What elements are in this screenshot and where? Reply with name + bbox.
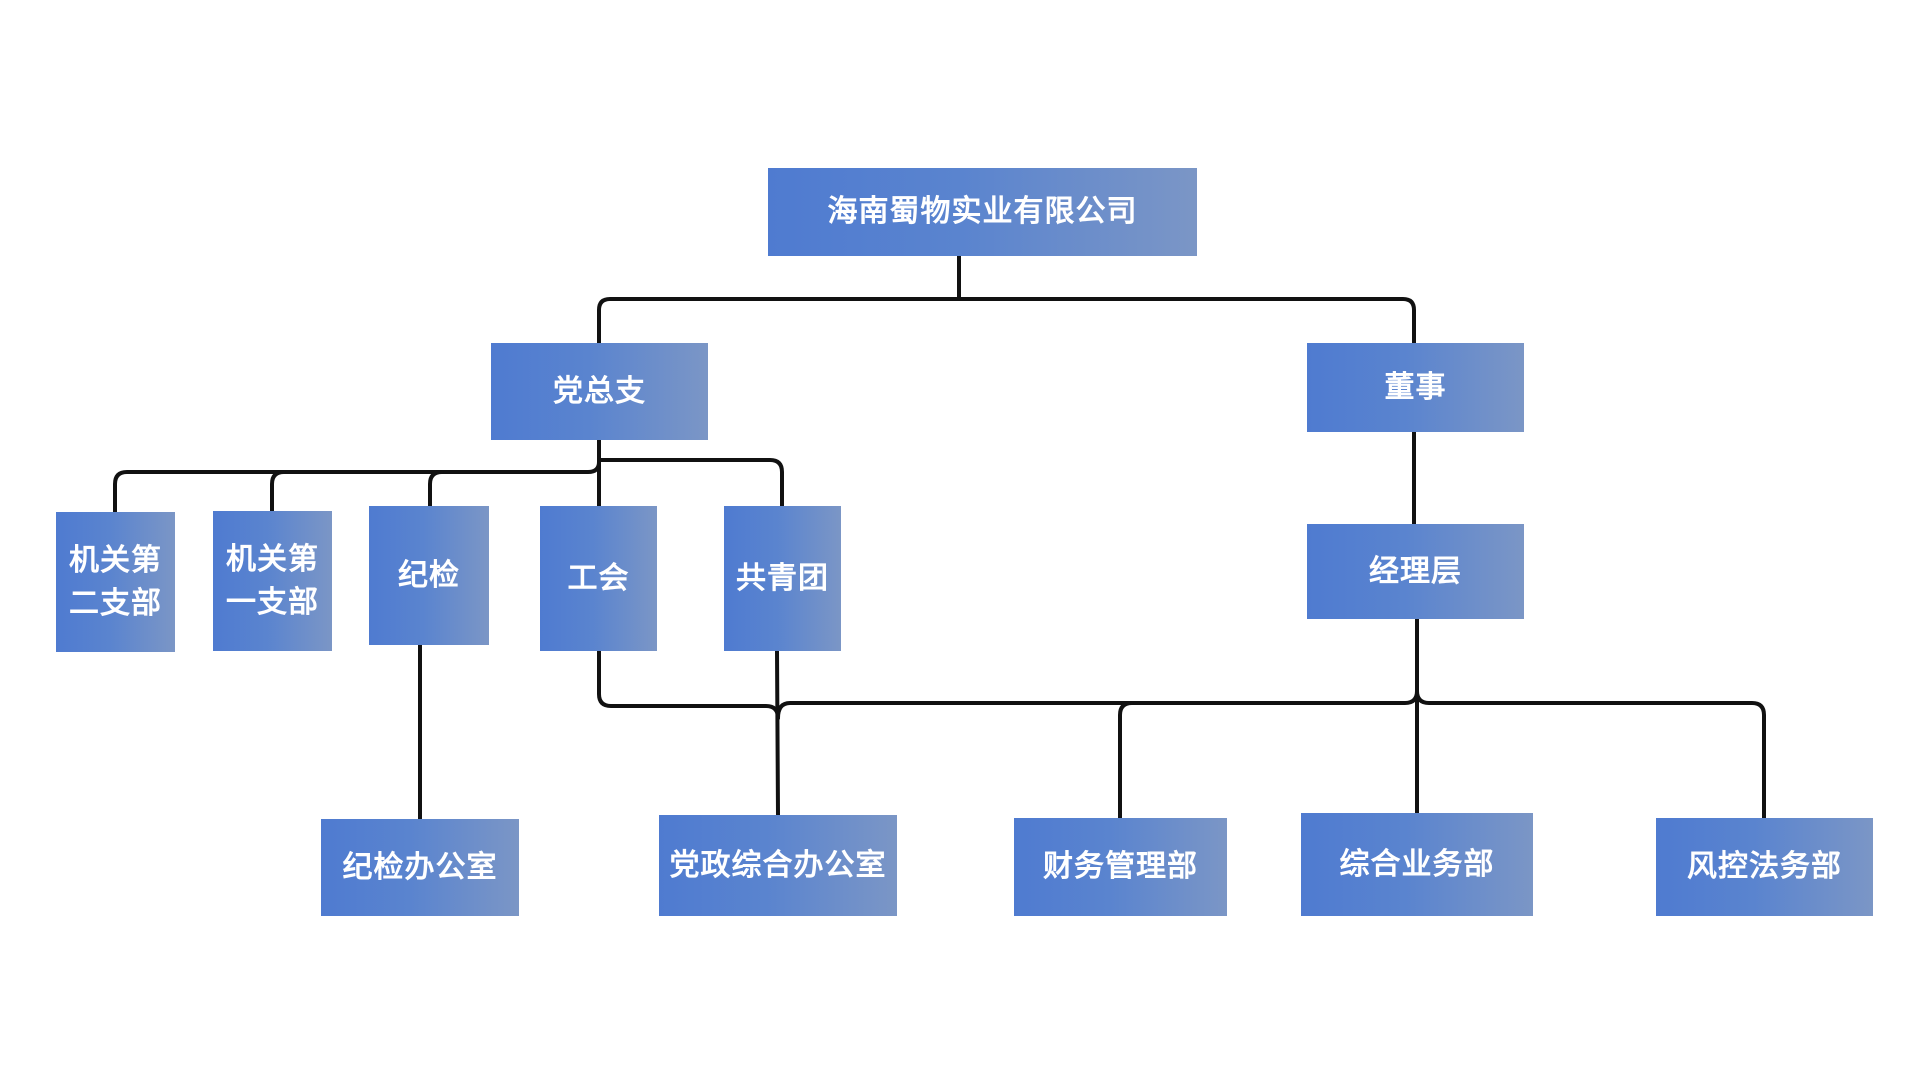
- company-root-label: 海南蜀物实业有限公司: [827, 194, 1138, 230]
- party-admin-office-node: 党政综合办公室: [659, 815, 897, 916]
- connector-management-bus: [776, 689, 1419, 720]
- union-label: 工会: [567, 560, 630, 596]
- risk-legal-dept-label: 风控法务部: [1687, 849, 1842, 885]
- discipline-office-node: 纪检办公室: [321, 819, 519, 916]
- jiguan-branch-1-label: 机关第一支部: [226, 541, 319, 621]
- management-label: 经理层: [1369, 553, 1462, 589]
- party-branch-label: 党总支: [553, 373, 646, 409]
- board-label: 董事: [1384, 369, 1447, 405]
- youth-league-label: 共青团: [736, 560, 829, 596]
- risk-legal-dept-node: 风控法务部: [1656, 818, 1873, 916]
- jiguan-branch-2-node: 机关第二支部: [56, 512, 175, 652]
- discipline-node: 纪检: [369, 506, 489, 645]
- discipline-office-label: 纪检办公室: [342, 849, 498, 885]
- jiguan-branch-2-label: 机关第二支部: [69, 542, 162, 622]
- party-branch-node: 党总支: [491, 343, 708, 440]
- connector-root-bus: [597, 297, 1416, 353]
- management-node: 经理层: [1307, 524, 1524, 619]
- connector-to-jiguan1: [270, 470, 286, 513]
- connector-youth-to-office: [775, 649, 780, 817]
- finance-dept-node: 财务管理部: [1014, 818, 1227, 916]
- connector-to-risk: [1415, 689, 1766, 820]
- connector-party-left-bus: [113, 460, 601, 514]
- business-dept-label: 综合业务部: [1339, 846, 1495, 882]
- connector-party-right-bus: [597, 458, 784, 508]
- union-node: 工会: [540, 506, 657, 651]
- company-root-node: 海南蜀物实业有限公司: [768, 168, 1197, 256]
- discipline-label: 纪检: [398, 557, 460, 593]
- connector-to-jijian: [428, 470, 444, 508]
- finance-dept-label: 财务管理部: [1043, 849, 1198, 885]
- youth-league-node: 共青团: [724, 506, 841, 651]
- connector-to-finance: [1118, 701, 1134, 820]
- party-admin-office-label: 党政综合办公室: [669, 847, 887, 883]
- jiguan-branch-1-node: 机关第一支部: [213, 511, 332, 651]
- business-dept-node: 综合业务部: [1301, 813, 1533, 916]
- board-node: 董事: [1307, 343, 1524, 432]
- connector-union-curve: [597, 649, 780, 720]
